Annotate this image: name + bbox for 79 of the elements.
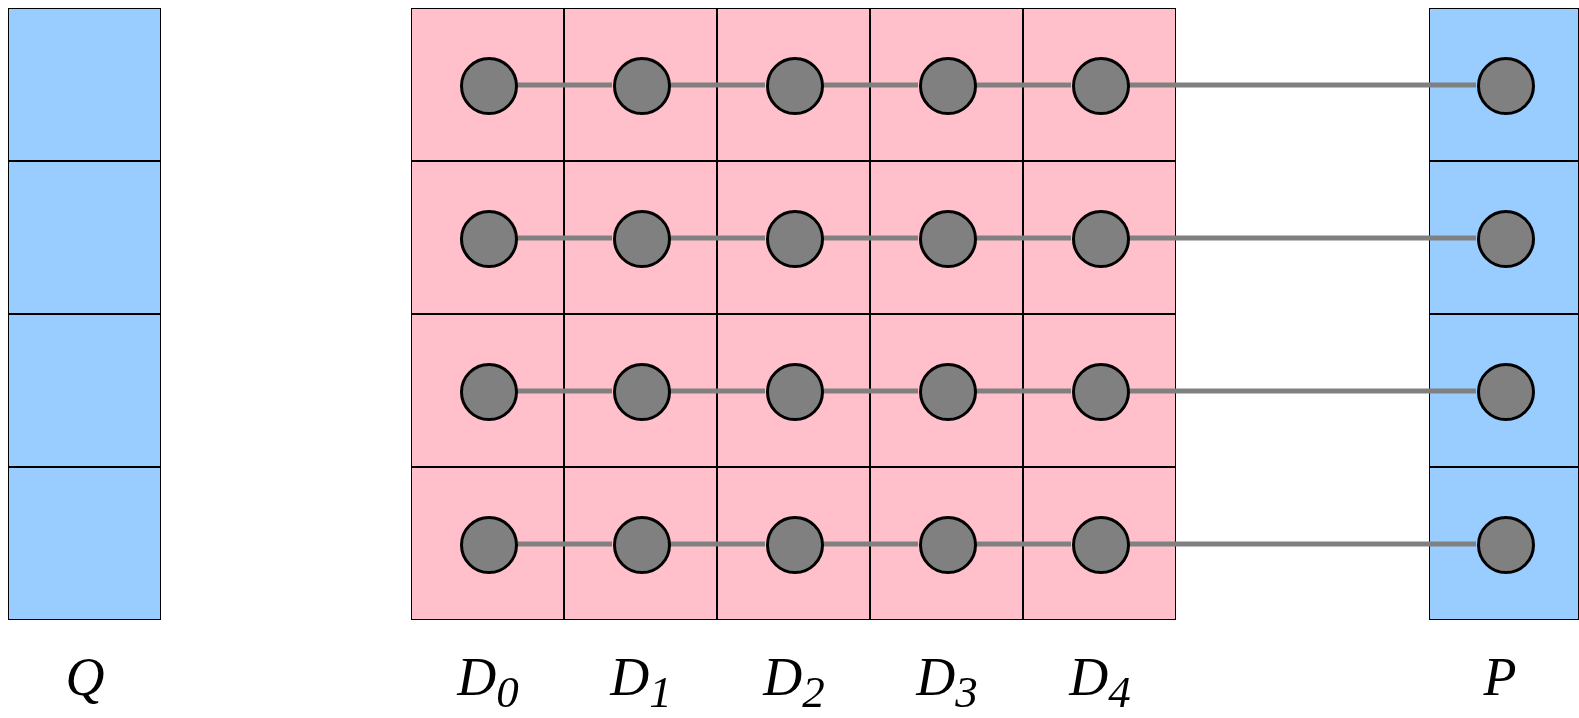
node-circle: [613, 57, 671, 115]
node-circle: [460, 363, 518, 421]
connector-line: [823, 541, 918, 547]
grid-cell: [870, 8, 1023, 161]
column-label: D$_{4}$: [1069, 650, 1131, 715]
grid-cell: [717, 467, 870, 620]
connector-line: [823, 235, 918, 241]
node-circle: [766, 57, 824, 115]
node-circle: [766, 210, 824, 268]
grid-cell: [1023, 467, 1176, 620]
grid-cell: [870, 161, 1023, 314]
connector-line: [670, 235, 765, 241]
grid-cell: [564, 314, 717, 467]
connector-line: [670, 541, 765, 547]
node-circle: [460, 210, 518, 268]
grid-cell: [411, 161, 564, 314]
node-circle: [919, 57, 977, 115]
grid-cell: [1429, 8, 1579, 161]
connector-line: [517, 82, 612, 88]
grid-cell: [8, 467, 161, 620]
node-circle: [613, 210, 671, 268]
grid-cell: [564, 161, 717, 314]
grid-cell: [717, 8, 870, 161]
column-label: D$_{2}$: [763, 650, 825, 715]
connector-line: [517, 388, 612, 394]
grid-cell: [8, 314, 161, 467]
node-circle: [1477, 210, 1535, 268]
node-circle: [1477, 57, 1535, 115]
grid-cell: [411, 467, 564, 620]
node-circle: [460, 57, 518, 115]
node-circle: [1072, 57, 1130, 115]
node-circle: [766, 516, 824, 574]
grid-cell: [1429, 161, 1579, 314]
node-circle: [919, 363, 977, 421]
grid-cell: [564, 8, 717, 161]
node-circle: [1072, 516, 1130, 574]
node-circle: [460, 516, 518, 574]
connector-line: [1129, 235, 1476, 241]
grid-cell: [870, 467, 1023, 620]
grid-cell: [717, 161, 870, 314]
column-label: Q: [65, 650, 105, 704]
grid-cell: [8, 161, 161, 314]
node-circle: [919, 516, 977, 574]
node-circle: [1477, 363, 1535, 421]
connector-line: [517, 541, 612, 547]
connector-line: [670, 82, 765, 88]
grid-cell: [870, 314, 1023, 467]
grid-cell: [1023, 314, 1176, 467]
grid-cell: [411, 8, 564, 161]
grid-cell: [1429, 314, 1579, 467]
column-label: D$_{1}$: [610, 650, 672, 715]
column-label: P: [1483, 650, 1517, 704]
connector-line: [976, 235, 1071, 241]
grid-cell: [1429, 467, 1579, 620]
grid-cell: [1023, 161, 1176, 314]
node-circle: [919, 210, 977, 268]
column-label: D$_{3}$: [916, 650, 978, 715]
node-circle: [766, 363, 824, 421]
connector-line: [1129, 541, 1476, 547]
node-circle: [1072, 363, 1130, 421]
connector-line: [670, 388, 765, 394]
grid-cell: [8, 8, 161, 161]
connector-line: [976, 541, 1071, 547]
connector-line: [823, 82, 918, 88]
grid-cell: [717, 314, 870, 467]
connector-line: [517, 235, 612, 241]
connector-line: [1129, 82, 1476, 88]
node-circle: [613, 516, 671, 574]
connector-line: [976, 388, 1071, 394]
column-label: D$_{0}$: [457, 650, 519, 715]
grid-cell: [411, 314, 564, 467]
node-circle: [1072, 210, 1130, 268]
connector-line: [1129, 388, 1476, 394]
connector-line: [823, 388, 918, 394]
grid-cell: [1023, 8, 1176, 161]
grid-cell: [564, 467, 717, 620]
node-circle: [1477, 516, 1535, 574]
connector-line: [976, 82, 1071, 88]
node-circle: [613, 363, 671, 421]
